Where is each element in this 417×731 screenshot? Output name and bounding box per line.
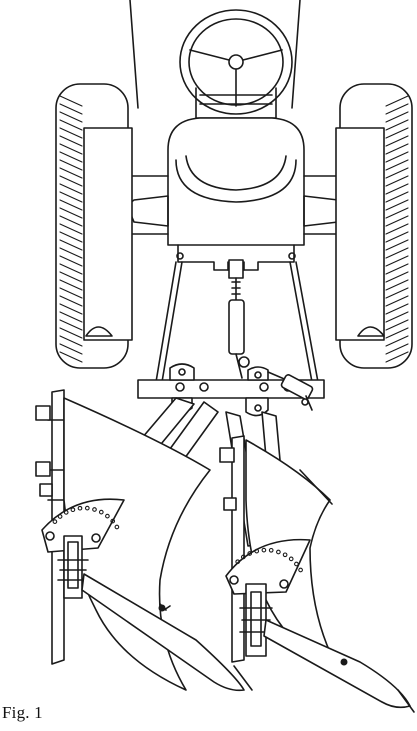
figure-caption: Fig. 1 — [2, 703, 43, 722]
left-rear-wheel — [55, 83, 133, 369]
right-plow-share — [263, 619, 411, 709]
quadrant-hole — [294, 561, 299, 567]
right-adjustment-quadrant — [225, 538, 311, 595]
quadrant-hole — [70, 507, 76, 513]
quadrant-hole — [288, 556, 294, 562]
quadrant-hole — [254, 548, 260, 554]
quadrant-hole — [98, 509, 104, 515]
quadrant-hole — [63, 510, 69, 515]
tractor-hood — [129, 0, 301, 109]
quadrant-hole — [268, 547, 274, 553]
quadrant-hole — [77, 505, 83, 511]
top-link-cylinder — [228, 259, 250, 379]
quadrant-hole — [52, 519, 58, 524]
quadrant-hole — [240, 554, 246, 560]
quadrant-hole — [84, 505, 90, 511]
hydraulic-ram — [267, 371, 314, 411]
steering-wheel — [179, 9, 293, 115]
quadrant-hole — [110, 518, 116, 524]
quadrant-hole — [92, 507, 97, 512]
rear-axle — [99, 175, 373, 235]
quadrant-hole — [235, 559, 241, 565]
right-rear-wheel — [335, 83, 413, 369]
quadrant-hole — [261, 547, 267, 553]
quadrant-hole — [114, 524, 120, 530]
right-plow-unit — [219, 411, 415, 713]
left-plow-share — [81, 573, 245, 692]
lower-lift-arms — [155, 261, 319, 383]
quadrant-hole — [298, 567, 303, 573]
tractor-body — [167, 117, 305, 246]
quadrant-hole — [105, 513, 110, 519]
quadrant-hole — [57, 514, 63, 519]
tractor — [55, 0, 413, 383]
quadrant-hole — [247, 551, 253, 556]
quadrant-hole — [282, 552, 288, 558]
left-plow-unit — [35, 389, 253, 692]
quadrant-hole — [276, 549, 281, 555]
